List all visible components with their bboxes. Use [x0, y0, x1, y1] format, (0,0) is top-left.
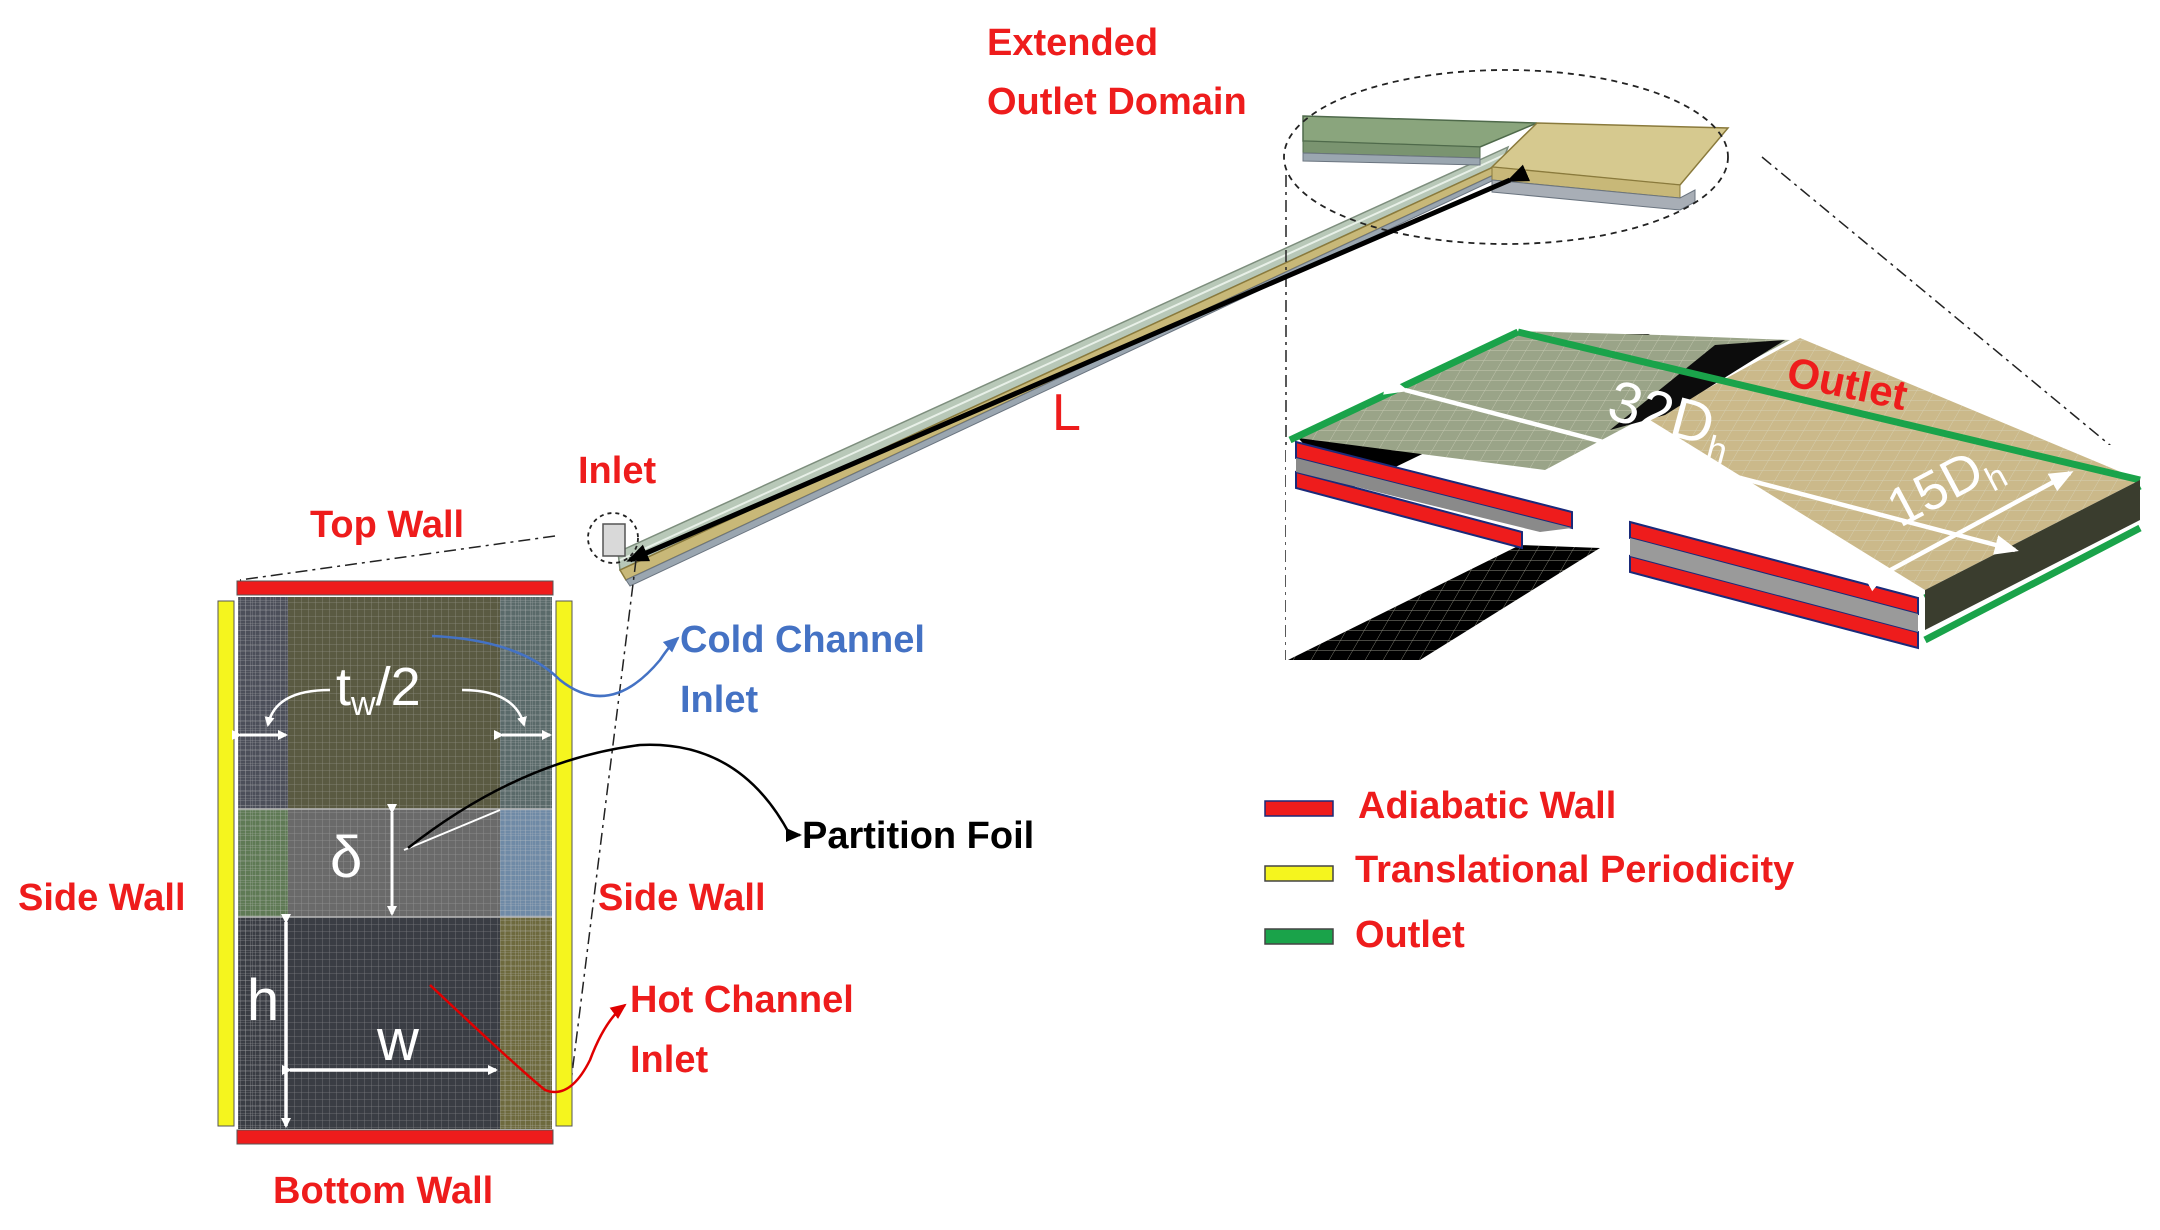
legend-label-adiabatic: Adiabatic Wall — [1358, 785, 1616, 827]
legend-label-periodicity: Translational Periodicity — [1355, 849, 1794, 891]
h-label: h — [247, 968, 279, 1033]
w-label: w — [376, 1008, 420, 1073]
legend-swatch-adiabatic — [1264, 800, 1334, 817]
legend-swatch-outlet — [1264, 928, 1334, 945]
side-wall-left-label: Side Wall — [18, 877, 186, 919]
hot-channel-label-1: Hot Channel — [630, 979, 854, 1021]
inlet-zoom-circle — [587, 512, 639, 564]
side-wall-right-label: Side Wall — [598, 877, 766, 919]
top-wall-bar — [236, 580, 554, 596]
legend-swatch-periodicity — [1264, 865, 1334, 882]
legend-label-outlet: Outlet — [1355, 914, 1465, 956]
inlet-cross-section — [217, 580, 573, 1145]
inlet-label: Inlet — [578, 450, 656, 492]
extended-outlet-label-2: Outlet Domain — [987, 81, 1247, 123]
extended-outlet-domain-3d — [1302, 115, 1730, 211]
cold-channel-label-1: Cold Channel — [680, 619, 925, 661]
top-wall-label: Top Wall — [310, 504, 464, 546]
cold-channel-label-2: Inlet — [680, 679, 758, 721]
bottom-wall-bar — [236, 1129, 554, 1145]
right-side-wall-bar — [555, 600, 573, 1127]
extended-outlet-label-1: Extended — [987, 22, 1158, 64]
delta-label: δ — [330, 825, 362, 890]
hot-channel-label-2: Inlet — [630, 1039, 708, 1081]
length-label: L — [1052, 384, 1081, 442]
bottom-wall-label: Bottom Wall — [273, 1170, 493, 1212]
tw-half-label: tw/2 — [336, 657, 421, 723]
left-side-wall-bar — [217, 600, 235, 1127]
partition-foil-pointer — [407, 743, 802, 849]
dh32-label: 32Dh — [1599, 368, 1740, 472]
partition-foil-label: Partition Foil — [802, 815, 1034, 857]
hot-inlet-pointer — [429, 984, 627, 1094]
legend: Adiabatic Wall Translational Periodicity… — [1264, 785, 1794, 956]
length-arrow — [626, 164, 1531, 563]
cold-inlet-pointer — [431, 634, 680, 698]
